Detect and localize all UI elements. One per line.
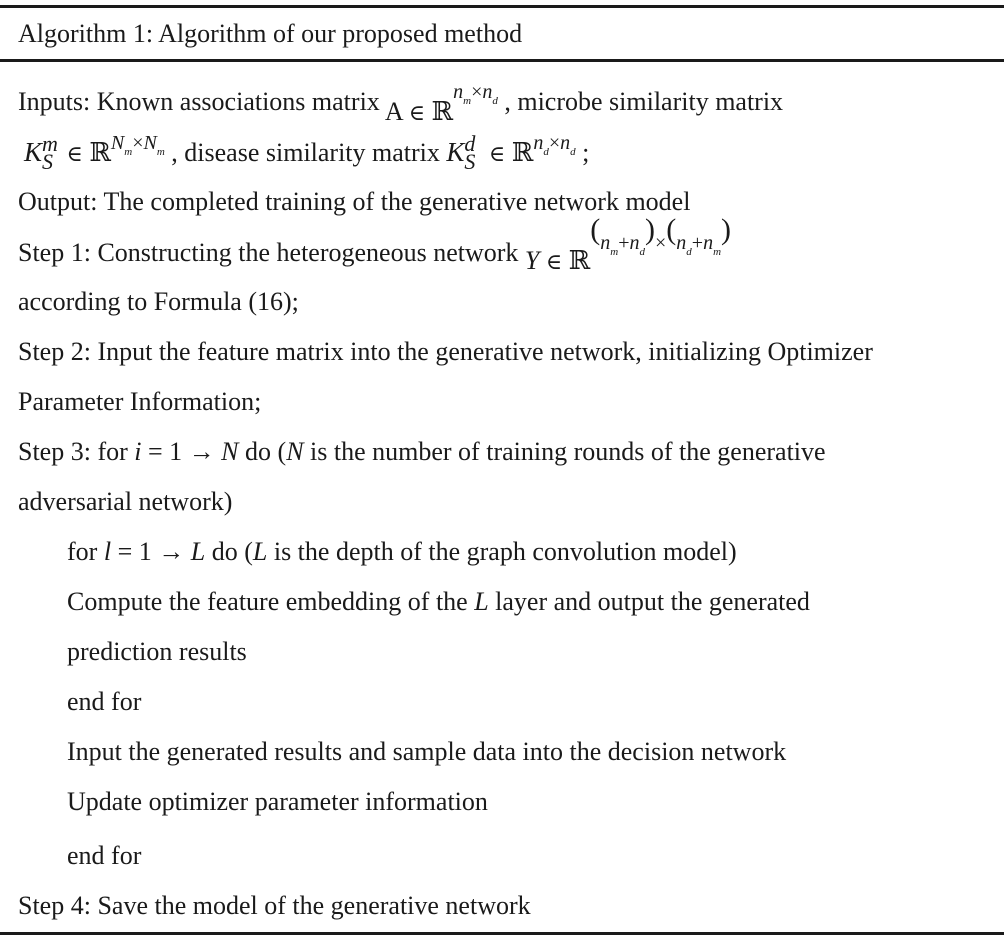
bottom-rule — [0, 932, 1004, 935]
inputs-text-b: , microbe similarity matrix — [497, 87, 784, 116]
step1-line: Step 1: Constructing the heterogeneous n… — [18, 213, 732, 275]
step3-line-2: adversarial network) — [18, 487, 233, 516]
input-generated-line: Input the generated results and sample d… — [67, 737, 787, 766]
math-Y: Y ∈ ℝ(nm+nd)×(nd+nm) — [524, 213, 732, 275]
top-rule — [0, 5, 1004, 8]
title-rule — [0, 59, 1004, 62]
math-A: A ∈ ℝnm×nd — [384, 81, 498, 126]
inputs-line-1: Inputs: Known associations matrix A ∈ ℝn… — [18, 81, 784, 126]
step3-line: Step 3: for i = 1 → N do (N is the numbe… — [18, 437, 826, 466]
compute-line-2: prediction results — [67, 637, 247, 666]
output-line: Output: The completed training of the ge… — [18, 187, 691, 216]
algorithm-title: Algorithm 1: Algorithm of our proposed m… — [18, 19, 523, 48]
end-for-outer: end for — [67, 841, 142, 870]
inputs-text: Inputs: Known associations matrix — [18, 87, 385, 116]
step4-line: Step 4: Save the model of the generative… — [18, 891, 531, 920]
compute-line: Compute the feature embedding of the L l… — [67, 587, 810, 616]
step1-line-2: according to Formula (16); — [18, 287, 299, 316]
step2-line-2: Parameter Information; — [18, 387, 262, 416]
inputs-text-c: , disease similarity matrix — [164, 138, 447, 167]
inputs-text-d: ; — [575, 138, 590, 167]
step2-line: Step 2: Input the feature matrix into th… — [18, 337, 873, 366]
math-inner-loop: l = 1 → L do — [103, 537, 238, 566]
math-step3-loop: i = 1 → N do — [134, 437, 272, 466]
update-line: Update optimizer parameter information — [67, 787, 488, 816]
inner-for-line: for l = 1 → L do (L is the depth of the … — [67, 537, 737, 566]
end-for-inner: end for — [67, 687, 142, 716]
